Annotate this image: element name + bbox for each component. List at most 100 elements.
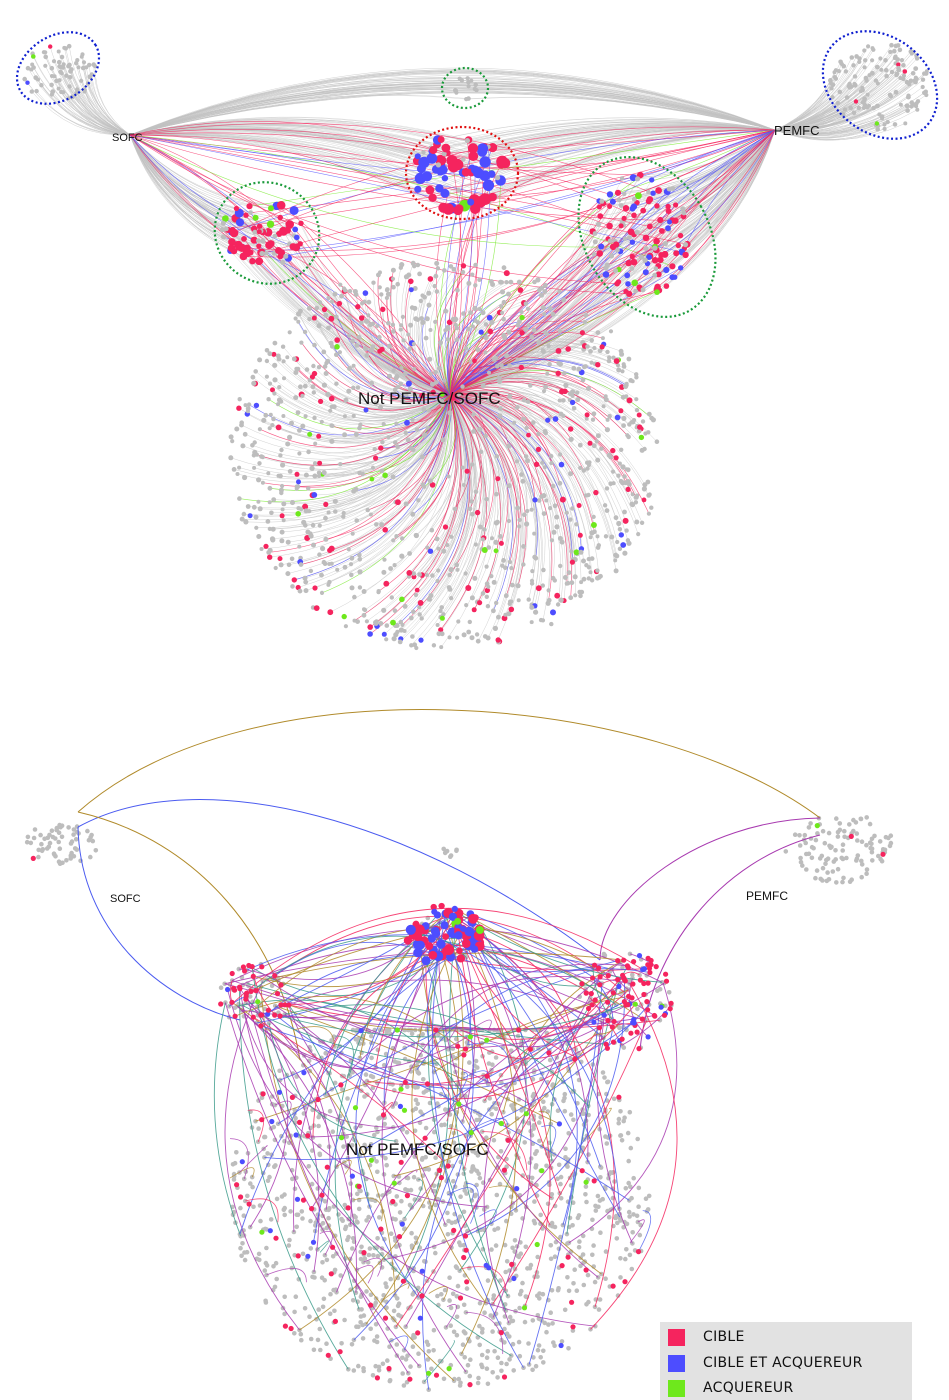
gray-node bbox=[591, 514, 596, 520]
gray-node bbox=[600, 336, 605, 341]
colored-node bbox=[427, 548, 434, 554]
gray-node bbox=[280, 507, 285, 512]
gray-edge bbox=[774, 55, 917, 131]
colored-edge bbox=[449, 289, 540, 396]
gray-node bbox=[448, 1305, 454, 1311]
gray-edge bbox=[491, 129, 776, 175]
colored-node bbox=[597, 213, 604, 220]
gray-node bbox=[317, 1151, 323, 1157]
gray-node bbox=[333, 509, 338, 514]
colored-node bbox=[298, 220, 304, 226]
gray-node bbox=[653, 266, 659, 272]
gray-node bbox=[576, 1244, 582, 1250]
gray-node bbox=[426, 408, 431, 413]
gray-node bbox=[364, 619, 369, 624]
gray-node bbox=[863, 58, 868, 63]
gray-node bbox=[257, 1203, 263, 1208]
gray-edge bbox=[449, 394, 536, 572]
gray-node bbox=[34, 88, 39, 94]
gray-node bbox=[864, 842, 869, 848]
gray-node bbox=[404, 1130, 410, 1135]
gray-node bbox=[500, 310, 505, 315]
gray-node bbox=[646, 189, 651, 195]
colored-node bbox=[285, 220, 295, 229]
colored-node bbox=[631, 279, 638, 287]
colored-edge bbox=[424, 394, 457, 488]
gray-node bbox=[299, 507, 304, 512]
gray-node bbox=[597, 348, 603, 354]
gray-node bbox=[878, 56, 883, 61]
gray-node bbox=[607, 413, 612, 419]
gray-node bbox=[390, 276, 396, 281]
gray-edge bbox=[129, 88, 776, 136]
gray-edge bbox=[129, 81, 776, 136]
gray-node bbox=[421, 150, 426, 155]
colored-edge bbox=[256, 394, 451, 466]
colored-edge bbox=[685, 129, 776, 245]
gray-node bbox=[436, 546, 441, 551]
gray-node bbox=[443, 308, 449, 314]
gray-node bbox=[536, 339, 542, 345]
gray-node bbox=[36, 847, 41, 853]
gray-node bbox=[446, 1218, 451, 1224]
gray-node bbox=[59, 89, 64, 95]
colored-node bbox=[629, 253, 635, 260]
gray-node bbox=[920, 84, 925, 90]
gray-node bbox=[447, 572, 452, 578]
gray-node bbox=[634, 229, 640, 235]
gray-node bbox=[460, 269, 466, 275]
gray-node bbox=[419, 616, 424, 621]
colored-edge bbox=[268, 394, 451, 553]
gray-node bbox=[492, 625, 498, 632]
gray-node bbox=[640, 419, 646, 424]
gray-node bbox=[626, 1209, 632, 1215]
gray-node bbox=[504, 1259, 510, 1264]
gray-node bbox=[237, 496, 242, 501]
colored-edge bbox=[129, 134, 682, 253]
colored-node bbox=[655, 187, 662, 194]
gray-node bbox=[809, 844, 815, 850]
gray-node bbox=[573, 593, 578, 598]
gray-node bbox=[326, 510, 331, 515]
gray-node bbox=[636, 428, 642, 434]
colored-node bbox=[629, 205, 636, 212]
gray-node bbox=[496, 375, 502, 381]
colored-edge bbox=[449, 241, 633, 396]
gray-node bbox=[237, 397, 242, 402]
gray-node bbox=[480, 383, 486, 389]
colored-node bbox=[663, 283, 670, 289]
colored-node bbox=[292, 243, 300, 252]
colored-node bbox=[404, 419, 410, 426]
gray-node bbox=[614, 1236, 620, 1241]
gray-node bbox=[491, 608, 496, 614]
gray-node bbox=[535, 1347, 541, 1353]
colored-edge bbox=[449, 386, 551, 419]
gray-node bbox=[597, 1297, 603, 1302]
colored-node bbox=[677, 232, 684, 239]
gray-node bbox=[639, 520, 645, 525]
gray-node bbox=[75, 87, 80, 92]
gray-node bbox=[431, 643, 437, 648]
gray-node bbox=[622, 509, 627, 515]
gray-node bbox=[540, 305, 546, 311]
colored-edge bbox=[260, 129, 776, 232]
colored-node bbox=[559, 496, 566, 503]
gray-node bbox=[320, 1260, 325, 1265]
colored-node bbox=[250, 236, 258, 244]
gray-node bbox=[264, 348, 270, 353]
gray-edge bbox=[417, 122, 776, 157]
colored-edge bbox=[375, 394, 451, 459]
colored-node bbox=[430, 389, 436, 395]
gray-node bbox=[278, 399, 284, 404]
colored-node bbox=[470, 203, 481, 214]
gray-node bbox=[533, 555, 539, 561]
gray-node bbox=[625, 1130, 631, 1136]
gray-node bbox=[783, 849, 789, 854]
gray-node bbox=[418, 1109, 423, 1114]
gray-node bbox=[253, 369, 258, 374]
colored-edge bbox=[449, 204, 676, 396]
gray-node bbox=[438, 608, 443, 614]
gray-node bbox=[855, 838, 860, 843]
gray-node bbox=[329, 423, 334, 428]
gray-node bbox=[282, 1294, 288, 1300]
